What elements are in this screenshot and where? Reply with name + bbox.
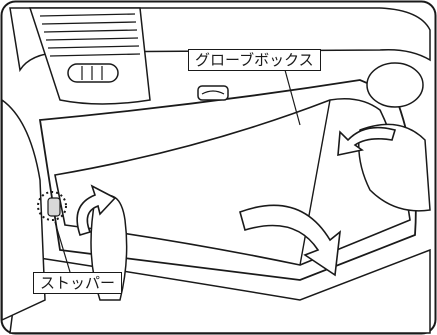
air-vent-louvers — [39, 13, 141, 57]
stopper — [47, 197, 61, 217]
arrow-pull-right — [337, 126, 397, 157]
stopper-label: ストッパー — [33, 272, 123, 294]
vent-adjuster — [67, 63, 119, 83]
right-component — [366, 62, 424, 108]
glovebox-latch — [197, 85, 229, 101]
glovebox-lid — [54, 97, 411, 266]
right-hand — [358, 123, 431, 212]
glovebox-label: グローブボックス — [188, 49, 321, 71]
leader-stopper — [54, 221, 71, 273]
left-door-panel — [1, 98, 46, 322]
arrow-open-lid — [239, 204, 342, 277]
arrow-left-up — [76, 184, 117, 236]
leader-glovebox — [284, 69, 301, 126]
stopper-highlight — [37, 191, 67, 221]
